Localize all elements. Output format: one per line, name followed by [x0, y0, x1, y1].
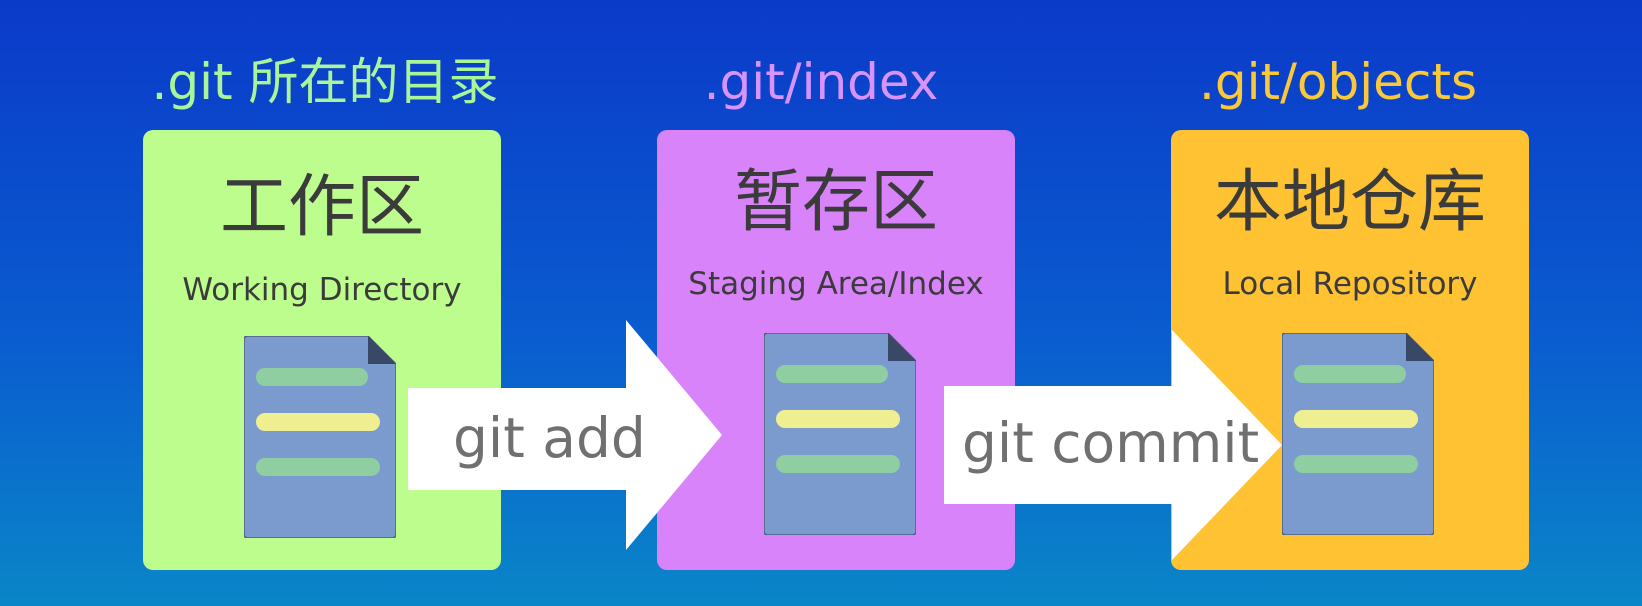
local-repository-path-label: .git/objects [1198, 53, 1478, 111]
git-commit-arrow [944, 330, 1282, 560]
staging-area-box: 暂存区 Staging Area/Index [657, 130, 1015, 570]
working-directory-title: 工作区 [219, 168, 424, 247]
working-directory-box: 工作区 Working Directory [143, 130, 501, 570]
document-icon [1282, 333, 1434, 535]
local-repository-subtitle: Local Repository [1222, 266, 1478, 302]
document-icon [244, 336, 396, 538]
staging-area-title: 暂存区 [733, 163, 938, 242]
git-add-arrow [408, 320, 722, 550]
staging-area-path-label: .git/index [703, 53, 939, 111]
document-icon [764, 333, 916, 535]
local-repository-title: 本地仓库 [1213, 163, 1486, 242]
working-directory-subtitle: Working Directory [182, 272, 462, 308]
staging-area-subtitle: Staging Area/Index [688, 266, 984, 302]
working-directory-path-label: .git 所在的目录 [151, 53, 499, 111]
git-add-label: git add [453, 406, 646, 470]
git-commit-label: git commit [962, 411, 1260, 475]
